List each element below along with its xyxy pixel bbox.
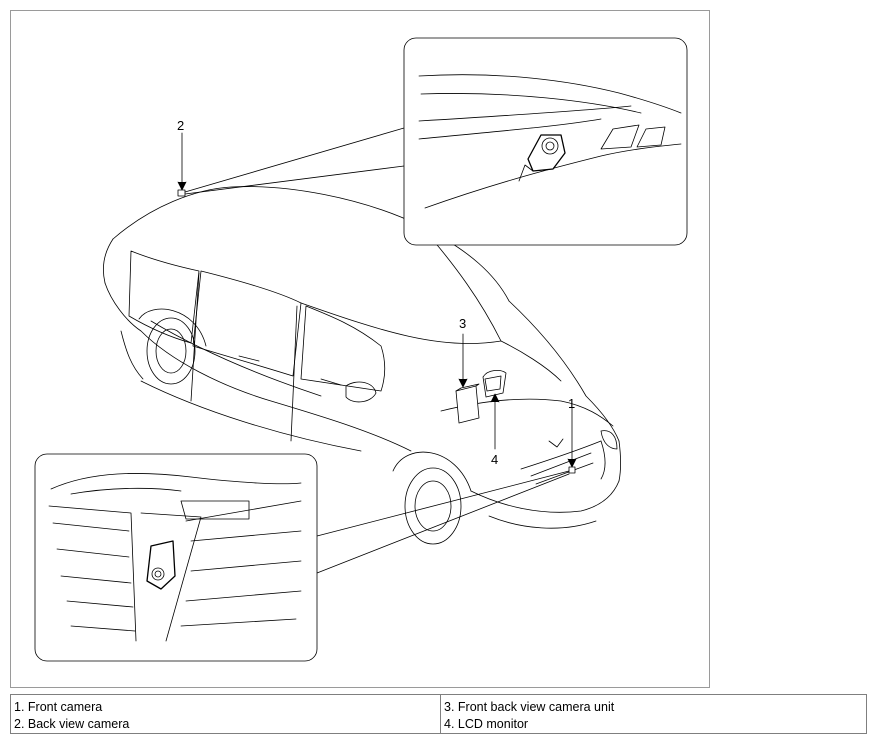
legend-table: 1. Front camera 2. Back view camera 3. F… xyxy=(10,694,867,734)
legend-item-back-view-camera: 2. Back view camera xyxy=(14,716,130,731)
callout-1-leader xyxy=(316,407,577,574)
camera-unit-and-monitor xyxy=(455,333,507,450)
legend-item-lcd-monitor: 4. LCD monitor xyxy=(444,716,529,731)
vehicle-illustration xyxy=(34,37,688,662)
legend-column-left: 1. Front camera 2. Back view camera xyxy=(11,695,441,733)
callout-2-label: 2 xyxy=(177,118,185,133)
component-location-diagram: 2 3 1 4 xyxy=(10,10,710,688)
callout-3-label: 3 xyxy=(459,316,467,331)
callout-2-leader xyxy=(177,127,405,197)
car-body xyxy=(103,186,621,545)
callout-4-label: 4 xyxy=(491,452,499,467)
callout-1-label: 1 xyxy=(568,396,576,411)
legend-item-camera-unit: 3. Front back view camera unit xyxy=(444,700,615,714)
rear-camera-zoom-box xyxy=(403,37,688,246)
legend-column-right: 3. Front back view camera unit 4. LCD mo… xyxy=(441,695,866,733)
legend-item-front-camera: 1. Front camera xyxy=(14,700,103,714)
front-camera-zoom-box xyxy=(34,453,318,662)
